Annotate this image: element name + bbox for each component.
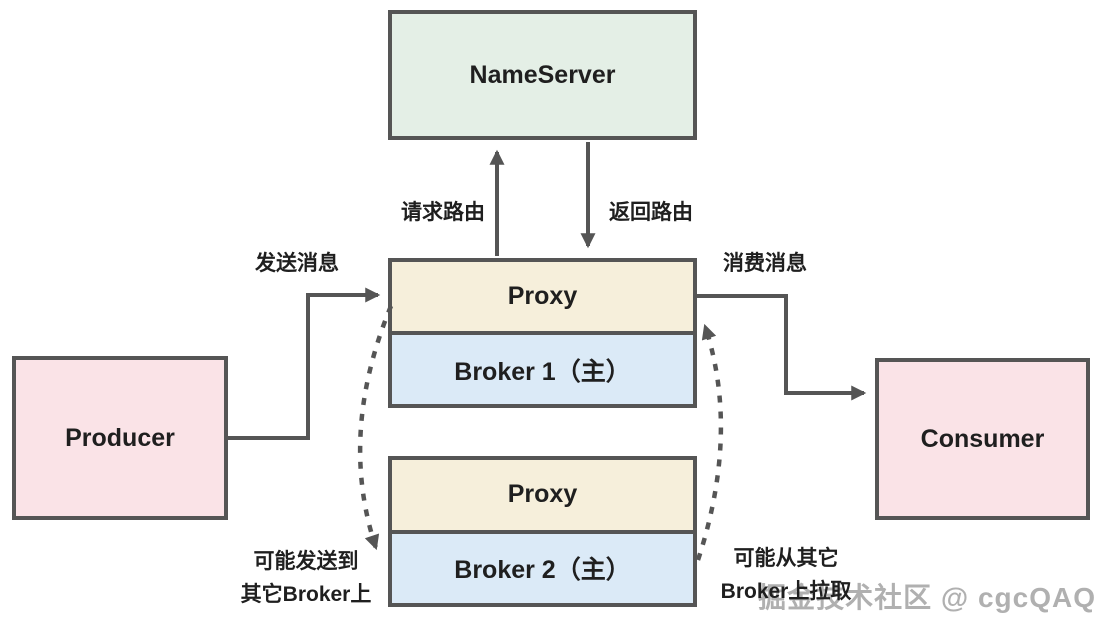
arrow-send-message bbox=[228, 287, 381, 440]
node-consumer: Consumer bbox=[875, 358, 1090, 520]
label-maybe-send-other-broker: 可能发送到 其它Broker上 bbox=[241, 545, 372, 611]
node-broker1-stack: Proxy Broker 1（主） bbox=[388, 258, 697, 408]
label-maybe-pull-line2: Broker上拉取 bbox=[720, 580, 852, 603]
node-proxy1: Proxy bbox=[392, 262, 693, 331]
node-producer: Producer bbox=[12, 356, 228, 520]
label-maybe-pull-line1: 可能从其它 bbox=[733, 547, 839, 570]
watermark: 掘金技术社区 @ cgcQAQ bbox=[758, 582, 1096, 613]
node-nameserver: NameServer bbox=[388, 10, 697, 140]
node-producer-label: Producer bbox=[65, 423, 175, 452]
node-broker1-label: Broker 1（主） bbox=[454, 357, 631, 386]
label-maybe-send-line2: 其它Broker上 bbox=[240, 583, 372, 606]
node-consumer-label: Consumer bbox=[920, 424, 1045, 453]
label-send-message: 发送消息 bbox=[255, 252, 339, 275]
node-broker2: Broker 2（主） bbox=[392, 529, 693, 603]
node-broker1: Broker 1（主） bbox=[392, 331, 693, 404]
node-broker2-label: Broker 2（主） bbox=[454, 556, 631, 585]
label-maybe-send-line1: 可能发送到 bbox=[253, 550, 359, 573]
arrow-maybe-pull-other-broker bbox=[695, 323, 724, 561]
label-maybe-pull-other-broker: 可能从其它 Broker上拉取 bbox=[721, 542, 852, 608]
node-proxy2-label: Proxy bbox=[507, 480, 578, 509]
node-broker2-stack: Proxy Broker 2（主） bbox=[388, 456, 697, 607]
label-request-route: 请求路由 bbox=[401, 201, 485, 224]
node-nameserver-label: NameServer bbox=[469, 60, 616, 89]
arrow-consume-message bbox=[697, 294, 867, 401]
label-return-route: 返回路由 bbox=[609, 201, 693, 224]
arrow-maybe-send-other-broker bbox=[357, 305, 394, 551]
node-proxy2: Proxy bbox=[392, 460, 693, 530]
label-consume-message: 消费消息 bbox=[723, 252, 807, 275]
node-proxy1-label: Proxy bbox=[507, 282, 578, 310]
